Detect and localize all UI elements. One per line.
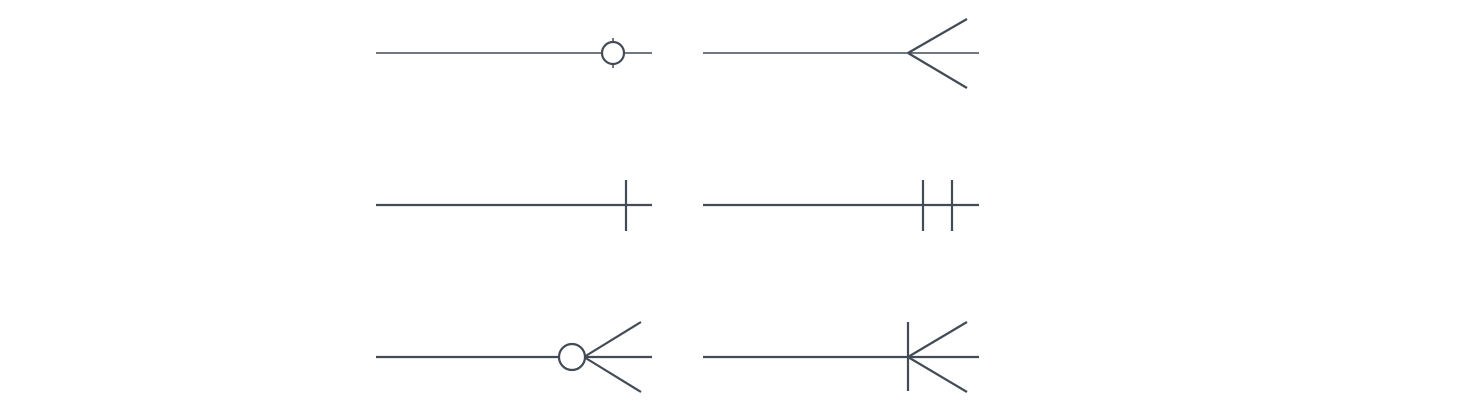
crows-foot-lower bbox=[907, 52, 968, 89]
zero-or-many-symbol bbox=[376, 321, 652, 393]
crows-foot-upper bbox=[907, 321, 968, 358]
many-symbol bbox=[703, 18, 979, 89]
crows-foot-upper bbox=[583, 321, 642, 358]
zero-or-one-symbol bbox=[376, 38, 652, 68]
one-or-many-symbol bbox=[703, 321, 979, 393]
circle-mark bbox=[600, 40, 626, 66]
circle-mark bbox=[557, 342, 587, 372]
one-symbol bbox=[376, 180, 652, 231]
crows-foot-lower bbox=[907, 356, 968, 393]
one-and-only-one-symbol bbox=[703, 180, 979, 231]
crows-foot-upper bbox=[907, 18, 968, 54]
crows-foot-lower bbox=[583, 356, 642, 393]
